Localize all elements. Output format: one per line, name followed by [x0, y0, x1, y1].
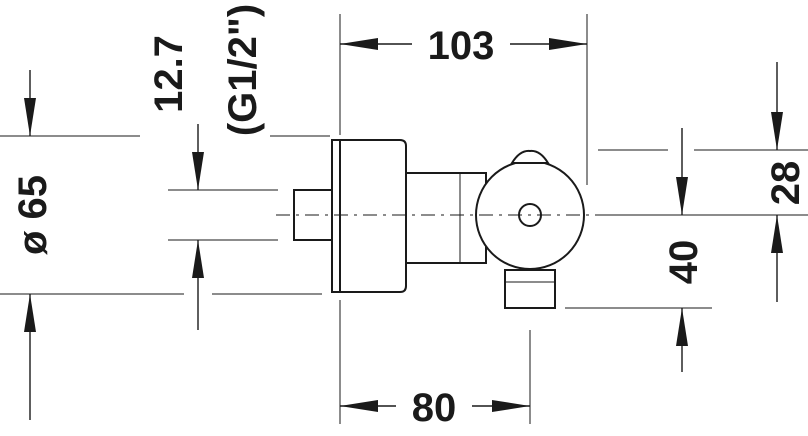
rosette-body — [339, 139, 407, 293]
dimension-12-7 — [192, 124, 204, 330]
dimension-28 — [771, 62, 783, 302]
dimension-103 — [340, 38, 587, 50]
valve-body — [276, 139, 600, 309]
label-12-7: 12.7 — [147, 35, 191, 113]
label-diameter-65: ø 65 — [11, 175, 55, 255]
connector-body — [405, 172, 487, 264]
dimension-80 — [340, 400, 530, 412]
dimension-40 — [676, 128, 688, 372]
valve-head-knob — [510, 149, 550, 164]
label-40: 40 — [662, 240, 706, 285]
rosette-ring — [331, 139, 341, 293]
dimension-diameter-65 — [24, 70, 36, 420]
label-80: 80 — [412, 386, 457, 430]
extension-lines — [0, 14, 808, 424]
label-28: 28 — [764, 161, 808, 206]
label-103: 103 — [428, 24, 495, 68]
outlet-nipple — [504, 269, 556, 309]
label-thread: (G1/2") — [221, 4, 265, 136]
